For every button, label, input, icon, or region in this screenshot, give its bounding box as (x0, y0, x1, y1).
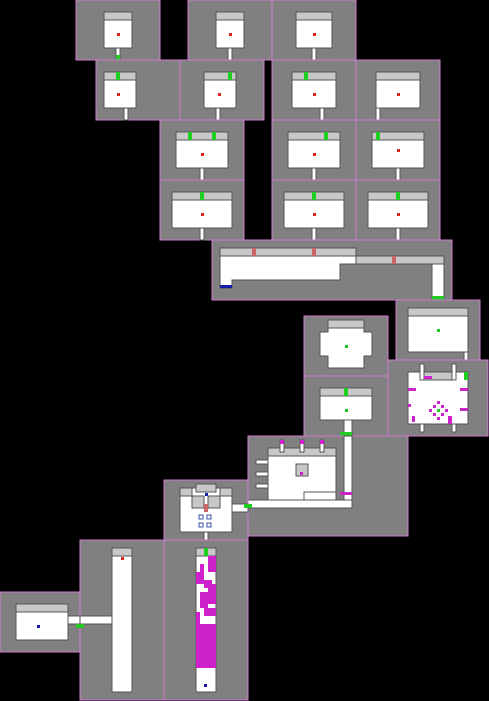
enemy-marker (117, 33, 120, 36)
room-boss-chamber[interactable] (387, 359, 489, 437)
room-maze-hall[interactable] (163, 539, 249, 701)
item-marker (437, 329, 440, 332)
enemy-marker (397, 93, 400, 96)
item-marker (345, 345, 348, 348)
room-r4c2[interactable] (271, 179, 357, 241)
room-corridor[interactable] (211, 239, 453, 301)
room-r2c1[interactable] (95, 59, 181, 121)
enemy-marker (397, 213, 400, 216)
enemy-marker (229, 33, 232, 36)
enemy-marker (121, 557, 124, 560)
room-r2c2[interactable] (179, 59, 265, 121)
player-marker (205, 493, 208, 496)
room-r3c3[interactable] (355, 119, 441, 181)
player-start-marker (220, 285, 232, 288)
spike-trap (412, 416, 415, 422)
enemy-marker (313, 213, 316, 216)
enemy-marker (397, 149, 400, 152)
room-r1c1[interactable] (75, 0, 161, 61)
door-open (116, 55, 120, 60)
door-open (244, 504, 252, 508)
room-r6c5[interactable] (395, 299, 481, 361)
enemy-marker (201, 153, 204, 156)
door-locked (312, 248, 316, 256)
door-open (76, 624, 84, 628)
spike-trap (408, 404, 411, 407)
door-locked (252, 248, 256, 256)
room-r3c2[interactable] (271, 119, 357, 181)
magenta-blocks (196, 556, 216, 668)
item-marker (437, 409, 440, 412)
room-west-entry[interactable] (0, 591, 84, 653)
enemy-marker (201, 213, 204, 216)
room-r2c3[interactable] (271, 59, 357, 121)
room-cross[interactable] (303, 315, 389, 377)
room-r4c1[interactable] (159, 179, 245, 241)
enemy-marker (218, 93, 221, 96)
spike-trap (460, 388, 468, 391)
room-r7c4[interactable] (303, 375, 389, 440)
room-r1c3[interactable] (271, 0, 357, 61)
room-tall-west[interactable] (79, 539, 165, 701)
room-r2c4[interactable] (355, 59, 441, 121)
enemy-marker (117, 93, 120, 96)
spike-trap (424, 376, 432, 379)
item-marker (345, 409, 348, 412)
door-locked (392, 256, 396, 264)
spike-trap (448, 416, 452, 424)
enemy-marker (313, 93, 316, 96)
enemy-marker (313, 153, 316, 156)
room-vestibule[interactable] (163, 479, 252, 541)
door-boss (340, 492, 352, 495)
spike-trap (408, 388, 416, 391)
room-hub[interactable] (247, 435, 409, 537)
switch-marker (300, 472, 303, 475)
room-r3c1[interactable] (159, 119, 245, 181)
player-marker (37, 625, 40, 628)
player-marker (204, 684, 207, 687)
room-r1c2[interactable] (187, 0, 273, 61)
spike-trap (460, 408, 468, 411)
enemy-marker (313, 33, 316, 36)
door-locked (204, 504, 208, 512)
room-r4c3[interactable] (355, 179, 441, 241)
